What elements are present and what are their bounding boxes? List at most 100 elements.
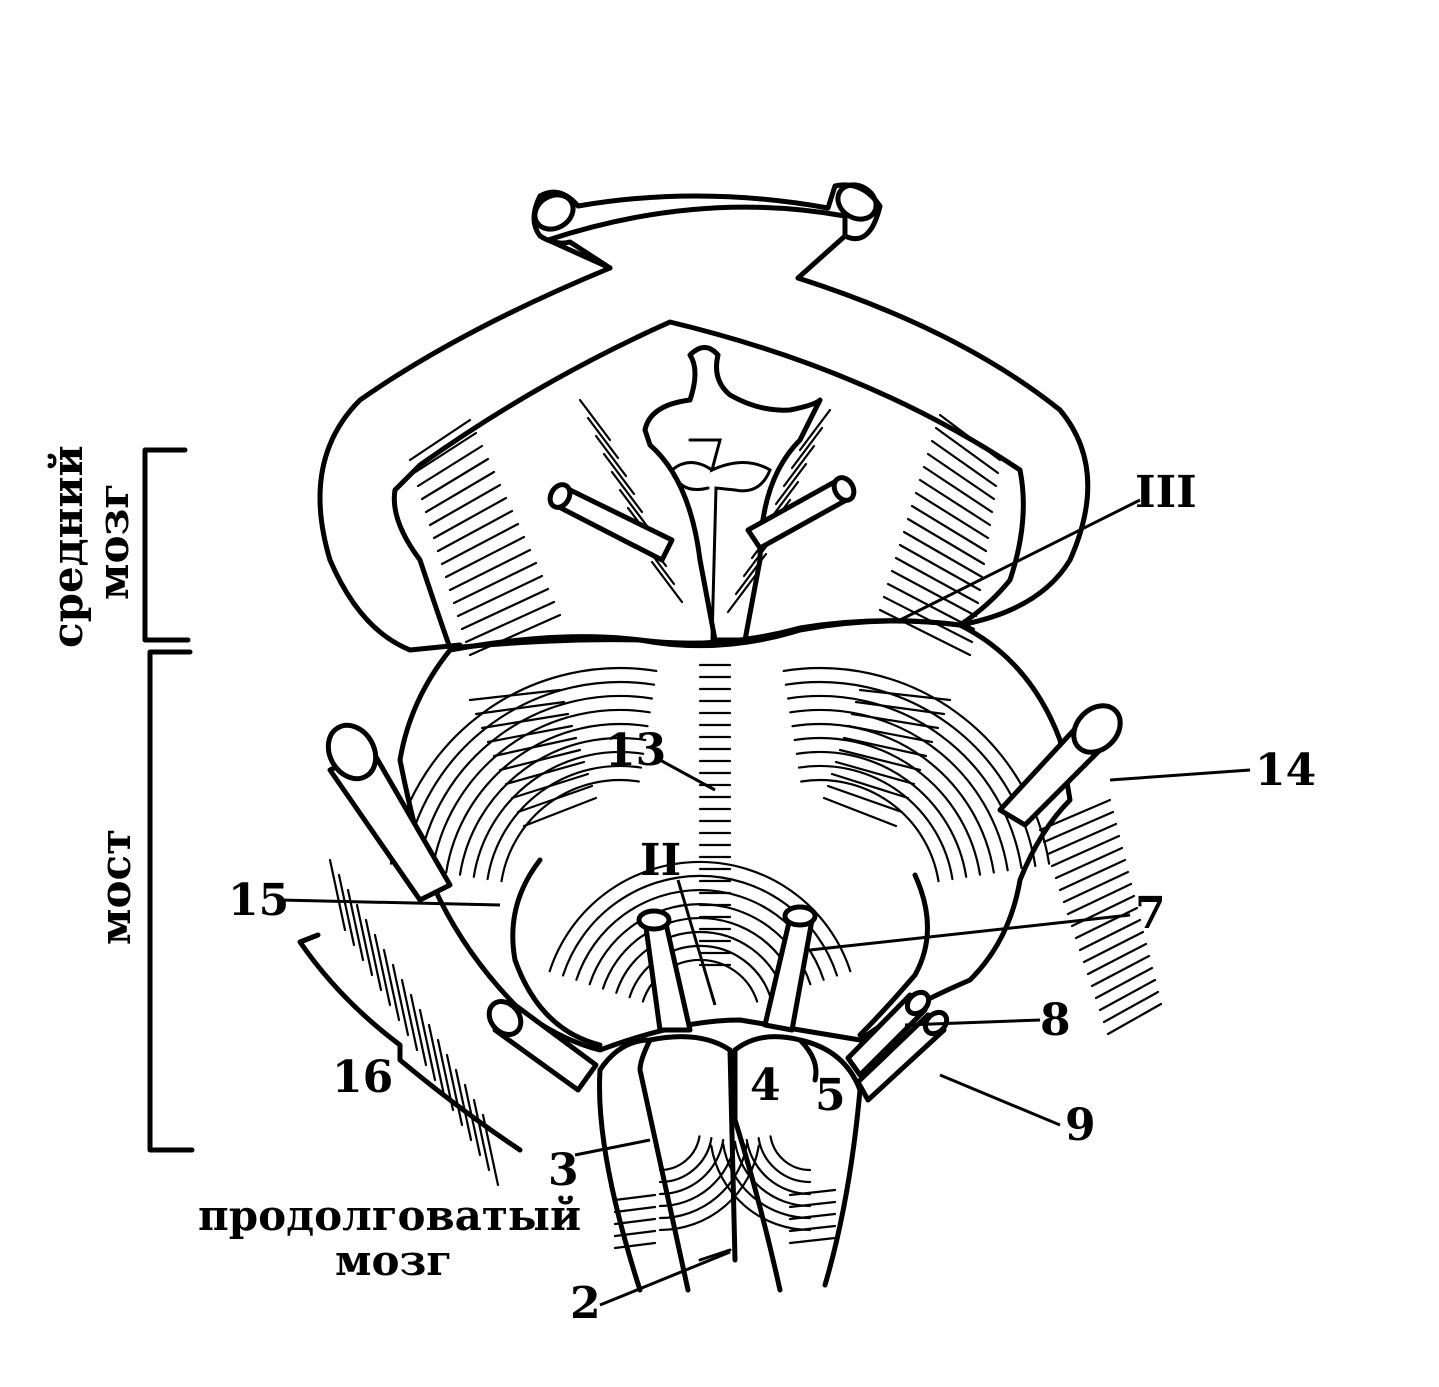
region-medulla-line2: мозг [335,1236,452,1285]
fiber-stroke [788,1200,837,1209]
fiber-stroke [886,582,976,631]
fiber-stroke [1106,1002,1163,1036]
fiber-stroke [1098,978,1157,1012]
fiber-stroke [610,470,644,514]
fiber-stroke [432,496,508,540]
fiber-stroke [594,434,628,478]
fiber-stroke [898,543,982,592]
fiber-stroke [431,708,651,872]
fiber-stroke [788,1188,837,1197]
fiber-stroke [838,748,922,772]
fiber-stroke [788,1224,837,1233]
fiber-stroke [486,724,574,744]
fiber-stroke [516,784,594,814]
fiber-stroke [800,778,940,883]
label-8: 8 [1040,995,1071,1046]
fiber-stroke [1066,882,1133,916]
region-pons: мост [91,829,140,945]
region-midbrain-line2: мозг [89,483,138,600]
fiber-stroke [480,712,570,730]
fiber-stroke [797,764,954,881]
fiber-stroke [1082,930,1145,964]
fiber-stroke [472,750,645,878]
fiber-stroke [445,723,649,874]
fiber-stroke [1042,810,1115,844]
fiber-stroke [1062,870,1130,904]
fiber-stroke [890,569,978,618]
fiber-stroke [1102,990,1160,1024]
fiber-stroke [364,918,383,992]
fiber-stroke [1058,858,1127,892]
fiber-stroke [1046,822,1118,856]
fiber-stroke [658,1137,713,1184]
label-13: 13 [605,725,666,776]
fiber-stroke [500,778,640,883]
fiber-stroke [486,764,643,881]
facial-vestibulocochlear-nerves [486,989,950,1103]
label-15: 15 [228,875,289,926]
fiber-stroke [789,708,1009,872]
fiber-stroke [355,903,374,977]
fiber-stroke [403,680,656,867]
fiber-stroke [658,1144,760,1232]
fiber-stroke [894,556,980,605]
fiber-stroke [440,522,520,566]
fiber-stroke [498,748,582,772]
fiber-stroke [578,398,612,442]
fiber-stroke [391,963,410,1037]
fiber-stroke [424,470,496,514]
leader-lines [279,498,1251,1307]
fiber-stroke [858,688,952,702]
optic-chiasm-tracts [317,182,1091,653]
fiber-stroke [922,465,994,514]
fiber-stroke [468,688,562,702]
fiber-stroke [456,574,544,618]
fiber-stroke [1094,966,1154,1000]
fiber-stroke [418,1008,437,1082]
fiber-stroke [842,736,928,758]
region-midbrain-line1: средний [43,445,92,648]
fiber-stroke [1050,834,1121,868]
fiber-stroke [504,760,586,786]
fiber-stroke [914,491,990,540]
fiber-stroke [420,457,490,501]
fiber-stroke [474,700,566,716]
fiber-stroke [790,426,824,470]
fiber-stroke [613,1241,657,1250]
fiber-stroke [481,1113,500,1187]
label-2: 2 [570,1278,601,1329]
fiber-stroke [428,483,502,527]
fiber-stroke [710,1144,812,1232]
fiber-stroke [613,1229,657,1238]
label-14: 14 [1255,745,1316,796]
oculomotor-nerves [547,475,857,563]
fiber-stroke [628,944,772,999]
fiber-stroke [337,873,356,947]
fiber-stroke [436,509,514,553]
fiber-stroke [658,1142,748,1220]
fiber-stroke [548,860,852,973]
fiber-stroke [452,561,538,605]
fiber-stroke [412,431,478,475]
fiber-stroke [1078,918,1142,952]
fiber-stroke [658,1140,737,1208]
fiber-stroke [930,439,998,488]
fiber-stroke [409,993,428,1067]
fiber-stroke [726,570,760,614]
fiber-stroke [613,1205,657,1214]
fiber-stroke [464,600,556,644]
fiber-stroke [468,613,562,657]
fiber-stroke [382,948,401,1022]
label-II: II [640,835,681,886]
fiber-stroke [444,535,526,579]
fiber-stroke [902,530,984,579]
fiber-stroke [798,408,832,452]
label-5: 5 [815,1070,846,1121]
label-7: 7 [1135,888,1166,939]
fiber-stroke [373,933,392,1007]
fiber-stroke [834,760,916,786]
fiber-stroke [850,712,940,730]
fiber-stroke [782,444,816,488]
fiber-stroke [1038,798,1112,832]
